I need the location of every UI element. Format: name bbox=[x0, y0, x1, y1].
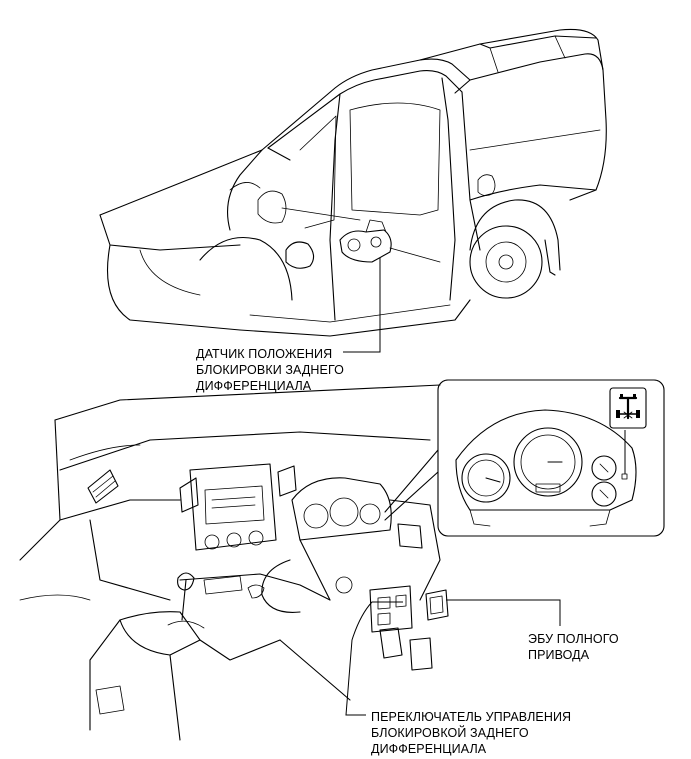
pickup-truck-icon bbox=[99, 28, 607, 353]
rear-diff-lock-switch-label: ПЕРЕКЛЮЧАТЕЛЬ УПРАВЛЕНИЯ БЛОКИРОВКОЙ ЗАД… bbox=[371, 709, 571, 757]
instrument-cluster-icon bbox=[437, 379, 665, 537]
label-line: ДАТЧИК ПОЛОЖЕНИЯ bbox=[196, 347, 333, 361]
rear-diff-lock-sensor-label: ДАТЧИК ПОЛОЖЕНИЯ БЛОКИРОВКИ ЗАДНЕГО ДИФФ… bbox=[196, 346, 344, 394]
rear-diff-lock-indicator-icon bbox=[609, 387, 647, 429]
dashboard-icon bbox=[19, 384, 449, 741]
ecu-leader bbox=[446, 599, 561, 626]
label-line: ПРИВОДА bbox=[528, 648, 590, 662]
label-line: ДИФФЕРЕНЦИАЛА bbox=[371, 742, 487, 756]
four-wd-ecu-label: ЭБУ ПОЛНОГО ПРИВОДА bbox=[528, 631, 619, 663]
label-line: ЭБУ ПОЛНОГО bbox=[528, 632, 619, 646]
label-line: ПЕРЕКЛЮЧАТЕЛЬ УПРАВЛЕНИЯ bbox=[371, 710, 572, 724]
label-line: БЛОКИРОВКИ ЗАДНЕГО bbox=[196, 363, 344, 377]
label-line: ДИФФЕРЕНЦИАЛА bbox=[196, 379, 312, 393]
label-line: БЛОКИРОВКОЙ ЗАДНЕГО bbox=[371, 726, 529, 740]
switch-leader bbox=[345, 601, 403, 716]
